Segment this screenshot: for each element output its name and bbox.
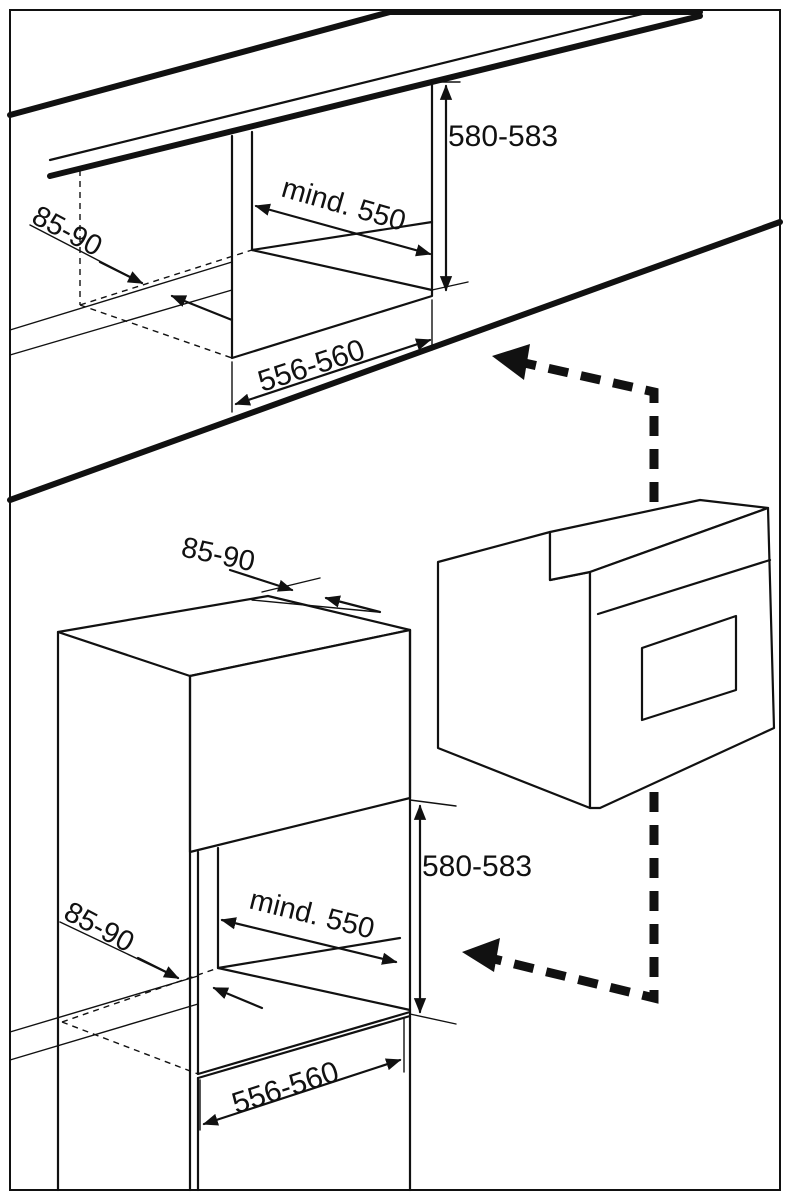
arrow-down-path [488,792,659,1004]
cavity-floor-bottom [216,936,402,970]
insertion-arrows [462,344,659,1004]
dash-floor-b2 [61,967,219,1023]
top-section: 580-583 mind. 550 556-560 85-90 [7,9,783,503]
gap-arrow-1-top [98,260,144,285]
height-ext-bottom [431,281,469,291]
bottom-top-gap-label: 85-90 [179,532,258,579]
width-dim-line-bottom [202,1058,402,1126]
bottom-depth-label: mind. 550 [246,884,377,946]
bottom-gap-label: 85-90 [59,896,140,959]
separator-line [7,219,783,503]
depth-dim-line-top [254,203,432,257]
dash-floor-2 [79,249,253,306]
width-dim-line-top [234,338,432,406]
cavity-outline-bottom [196,850,412,1076]
cavity-outline [230,80,434,360]
countertop-edge-2 [47,13,703,179]
dash-floor-b1 [61,1021,199,1075]
depth-dim-line-bottom [220,917,398,965]
cavity-floor-back [250,220,434,252]
height-ext-bottom-b [409,1013,457,1025]
top-depth-label: mind. 550 [278,172,409,238]
countertop-edge-1 [48,10,652,162]
top-gap-arrow-1 [228,568,294,592]
gap-arrow-2-top [170,294,234,322]
top-gap-arrow-2 [324,595,382,614]
gap-arrow-2-bottom [212,986,264,1010]
top-height-label: 580-583 [448,120,558,153]
oven [436,498,776,810]
cabinet-line-1 [9,261,233,331]
cabinet-line-b2 [9,1003,199,1061]
cabinet-line-2 [9,289,233,356]
top-gap-ext-1 [251,599,379,613]
arrow-down-head [462,938,500,972]
top-gap-label: 85-90 [27,200,108,263]
oven-window [640,614,738,722]
bottom-section: 85-90 580-583 mind. 550 556-560 85-90 [9,532,532,1192]
gap-arrow-1-bottom [136,956,180,980]
dash-floor-1 [79,304,233,359]
arrow-up-head [492,344,530,380]
cabinet-line-b1 [9,975,199,1033]
arrow-up-path [519,357,659,502]
bottom-height-label: 580-583 [422,850,532,883]
countertop-top-edge [7,9,703,118]
oven-control-panel-line [596,558,772,616]
height-ext-top-b [409,799,457,807]
